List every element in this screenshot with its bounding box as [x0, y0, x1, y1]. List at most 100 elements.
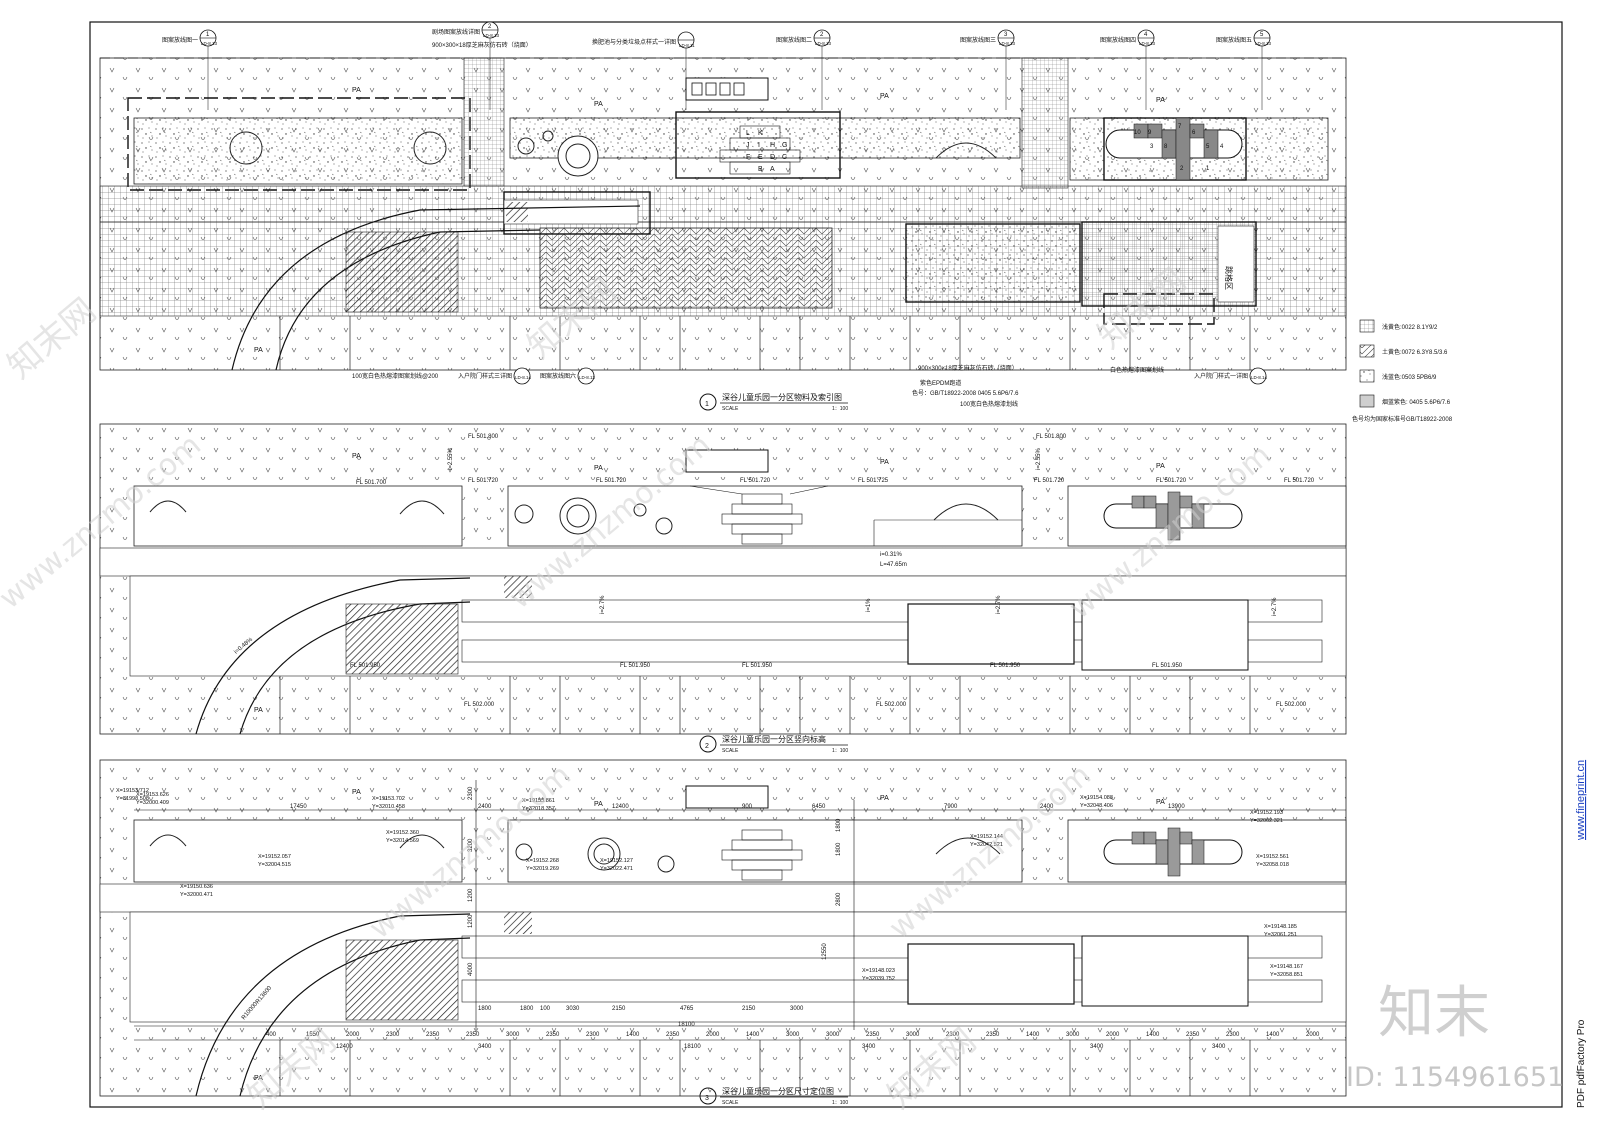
letter-cell: L [746, 130, 750, 137]
dimension-bottom: 3000 [826, 1032, 840, 1038]
coordinate-label: Y=32004.515 [258, 862, 291, 868]
dimension-bottom: 3000 [906, 1032, 920, 1038]
slope-label: i=0.31% [880, 552, 903, 558]
callout-label: 换肥池与分类垃圾点样式一详图 [592, 38, 676, 46]
elevation-label: FL 501.720 [1284, 478, 1315, 484]
elevation-label: FL 502.000 [464, 702, 495, 708]
dimension-bottom: 2350 [1186, 1032, 1200, 1038]
dimension-bottom: 1400 [1266, 1032, 1280, 1038]
coordinate-label: Y=32058.851 [1270, 972, 1303, 978]
zone-label: PA [594, 465, 603, 472]
callout-label: 入户院门样式一详图 [1194, 372, 1248, 380]
dimension-bottom: 1400 [1026, 1032, 1040, 1038]
letter-cell: J [746, 142, 750, 149]
coordinate-label: X=19152.193 [1250, 810, 1283, 816]
zone-label: PA [594, 101, 603, 108]
dimension-top: 17450 [290, 804, 307, 810]
coordinate-label: Y=32048.406 [1080, 803, 1113, 809]
coordinate-label: Y=32014.569 [386, 838, 419, 844]
hopscotch-number: 6 [1192, 130, 1196, 136]
letter-cell: F [746, 154, 750, 161]
dimension-bottom: 2350 [546, 1032, 560, 1038]
dimension-bottom: 2350 [666, 1032, 680, 1038]
coordinate-label: X=19152.561 [1256, 854, 1289, 860]
scale-value: 1：100 [832, 1100, 848, 1106]
dimension-bottom-total: 3400 [1212, 1044, 1226, 1050]
hopscotch-number: 2 [1180, 166, 1184, 172]
dimension-bottom: 2350 [866, 1032, 880, 1038]
dimension-mid: 4765 [680, 1006, 694, 1012]
detail-ref-number: 1 [206, 32, 210, 38]
panel3-dimension-labels: X=19153.712Y=31998.508X=19153.626Y=32000… [116, 786, 1320, 1050]
dimension-bottom: 3000 [506, 1032, 520, 1038]
panel-number: 2 [705, 743, 709, 750]
legend-label: 浅黄色:0022 8.1Y9/2 [1382, 323, 1438, 331]
dimension-bottom: 2350 [986, 1032, 1000, 1038]
dimension-mid: 2150 [742, 1006, 756, 1012]
watermark-logo: 知末 [1378, 981, 1490, 1046]
panel-title: 深谷儿童乐园一分区竖向标高 [722, 734, 826, 744]
coordinate-label: X=19153.626 [136, 792, 169, 798]
dimension-bottom: 400 [266, 1032, 277, 1038]
letter-cell: A [770, 166, 775, 173]
hopscotch-plan-2 [1103, 491, 1243, 541]
coordinate-label: X=19153.702 [372, 796, 405, 802]
slope-label: i=2.7% [996, 595, 1002, 614]
dimension-side: 3200 [468, 838, 474, 852]
zone-label: PA [594, 801, 603, 808]
dimension-top: 13900 [1168, 804, 1185, 810]
dimension-bottom: 2300 [1226, 1032, 1240, 1038]
dimension-bottom: 2300 [386, 1032, 400, 1038]
zone-label: PA [352, 453, 361, 460]
callout-label: 100宽白色热熔漆图案划线@200 [352, 372, 439, 380]
play-zone-sign: 跳格区 [1224, 266, 1234, 290]
fineprint-link[interactable]: www.fineprint.cn [1575, 760, 1587, 841]
detail-ref-sheet: LD-8.13 [1255, 41, 1272, 46]
callout-label: 900×300×18厚芝麻灰仿石砖（烧面） [918, 364, 1018, 372]
letter-cell: C [782, 154, 787, 161]
letter-grid-plan-1 [719, 125, 801, 175]
elevation-label: FL 501.700 [356, 480, 387, 486]
dimension-bottom: 1400 [746, 1032, 760, 1038]
hopscotch-number: 9 [1148, 130, 1152, 136]
legend-swatch [1359, 394, 1375, 408]
elevation-label: FL 501.720 [740, 478, 771, 484]
dimension-mid: 2150 [612, 1006, 626, 1012]
pdf-factory-mark: PDF pdfFactory Pro [1576, 1019, 1587, 1108]
dimension-side: 1800 [836, 842, 842, 856]
coordinate-label: Y=32039.752 [862, 976, 895, 982]
dimension-bottom: 1400 [626, 1032, 640, 1038]
legend-swatch [1359, 369, 1375, 383]
hopscotch-plan-3 [1103, 827, 1243, 877]
dimension-top: 2400 [1040, 804, 1054, 810]
detail-ref-sheet: LD-8.13 [1139, 41, 1156, 46]
coordinate-label: Y=32022.471 [600, 866, 633, 872]
coordinate-label: X=19150.636 [180, 884, 213, 890]
dimension-bottom: 2000 [706, 1032, 720, 1038]
elevation-label: FL 501.950 [990, 663, 1021, 669]
dimension-mid: 1800 [478, 1006, 492, 1012]
legend-swatch [1359, 344, 1375, 358]
zone-label: PA [1156, 799, 1165, 806]
elevation-label: FL 501.720 [1156, 478, 1187, 484]
detail-ref-sheet: LD-8.14 [1251, 375, 1268, 380]
dimension-side: 1800 [836, 818, 842, 832]
zone-label: PA [880, 459, 889, 466]
hopscotch-number: 7 [1178, 124, 1182, 130]
dimension-mid: 3030 [566, 1006, 580, 1012]
callout-label: 图案放线图五 [1216, 36, 1252, 44]
panel-number-bubble [699, 735, 717, 753]
dimension-top: 7900 [944, 804, 958, 810]
letter-cell: E [758, 154, 763, 161]
coordinate-label: X=19148.185 [1264, 924, 1297, 930]
dimension-bottom: 2000 [1106, 1032, 1120, 1038]
elevation-label: FL 501.720 [468, 478, 499, 484]
hopscotch-plan-1 [1105, 117, 1243, 181]
detail-ref-sheet: LD-8.13 [483, 33, 500, 38]
elevation-label: FL 501.725 [858, 478, 889, 484]
dimension-side: 2300 [468, 786, 474, 800]
detail-ref-bubble [1249, 367, 1267, 385]
elevation-label: FL 501.720 [596, 478, 627, 484]
elevation-label: FL 502.000 [876, 702, 907, 708]
